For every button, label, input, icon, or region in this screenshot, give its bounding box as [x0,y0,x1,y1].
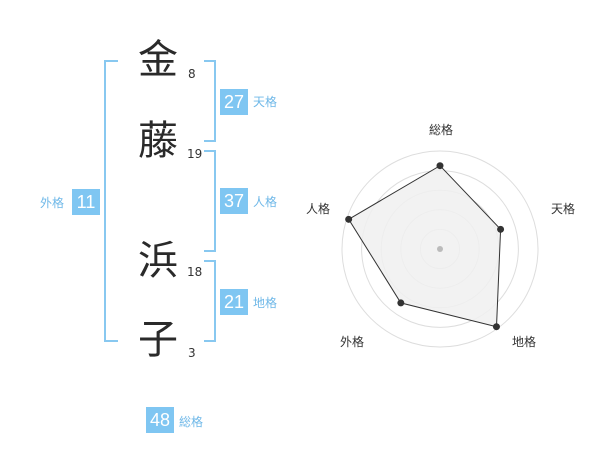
tenkaku-bracket [204,60,216,142]
stroke-count-2: 19 [187,147,203,161]
radar-point-4 [397,299,405,307]
gaikaku-bracket [104,60,118,342]
tenkaku-value: 27 [220,89,248,115]
name-char-2: 藤 [138,118,178,164]
soukaku-value: 48 [146,407,174,433]
radar-axis-tenkaku: 天格 [551,201,575,216]
gaikaku-label: 外格 [40,196,65,210]
chikaku-value: 21 [220,289,248,315]
radar-point-3 [492,323,500,331]
stroke-count-3: 18 [187,265,203,279]
radar-points [345,162,505,331]
gaikaku-value: 11 [72,189,100,215]
name-char-3: 浜 [138,238,178,284]
stroke-count-1: 8 [188,67,196,81]
radar-axis-soukaku: 総格 [429,122,453,137]
soukaku-label: 総格 [179,415,204,429]
radar-axis-gaikaku: 外格 [340,334,364,349]
radar-center-dot [437,246,443,252]
radar-point-5 [345,215,353,223]
jinkaku-bracket [204,150,216,252]
radar-polygon [348,165,502,328]
radar-point-2 [497,225,505,233]
jinkaku-value: 37 [220,188,248,214]
radar-axis-jinkaku: 人格 [306,201,330,216]
stroke-count-4: 3 [188,346,196,360]
name-char-1: 金 [138,37,178,83]
name-char-4: 子 [138,317,178,363]
jinkaku-label: 人格 [253,195,278,209]
tenkaku-label: 天格 [253,95,278,109]
radar-point-1 [436,162,444,170]
radar-axis-chikaku: 地格 [512,334,536,349]
radar-ring-1 [341,150,539,348]
chikaku-label: 地格 [253,296,278,310]
chikaku-bracket [204,260,216,342]
